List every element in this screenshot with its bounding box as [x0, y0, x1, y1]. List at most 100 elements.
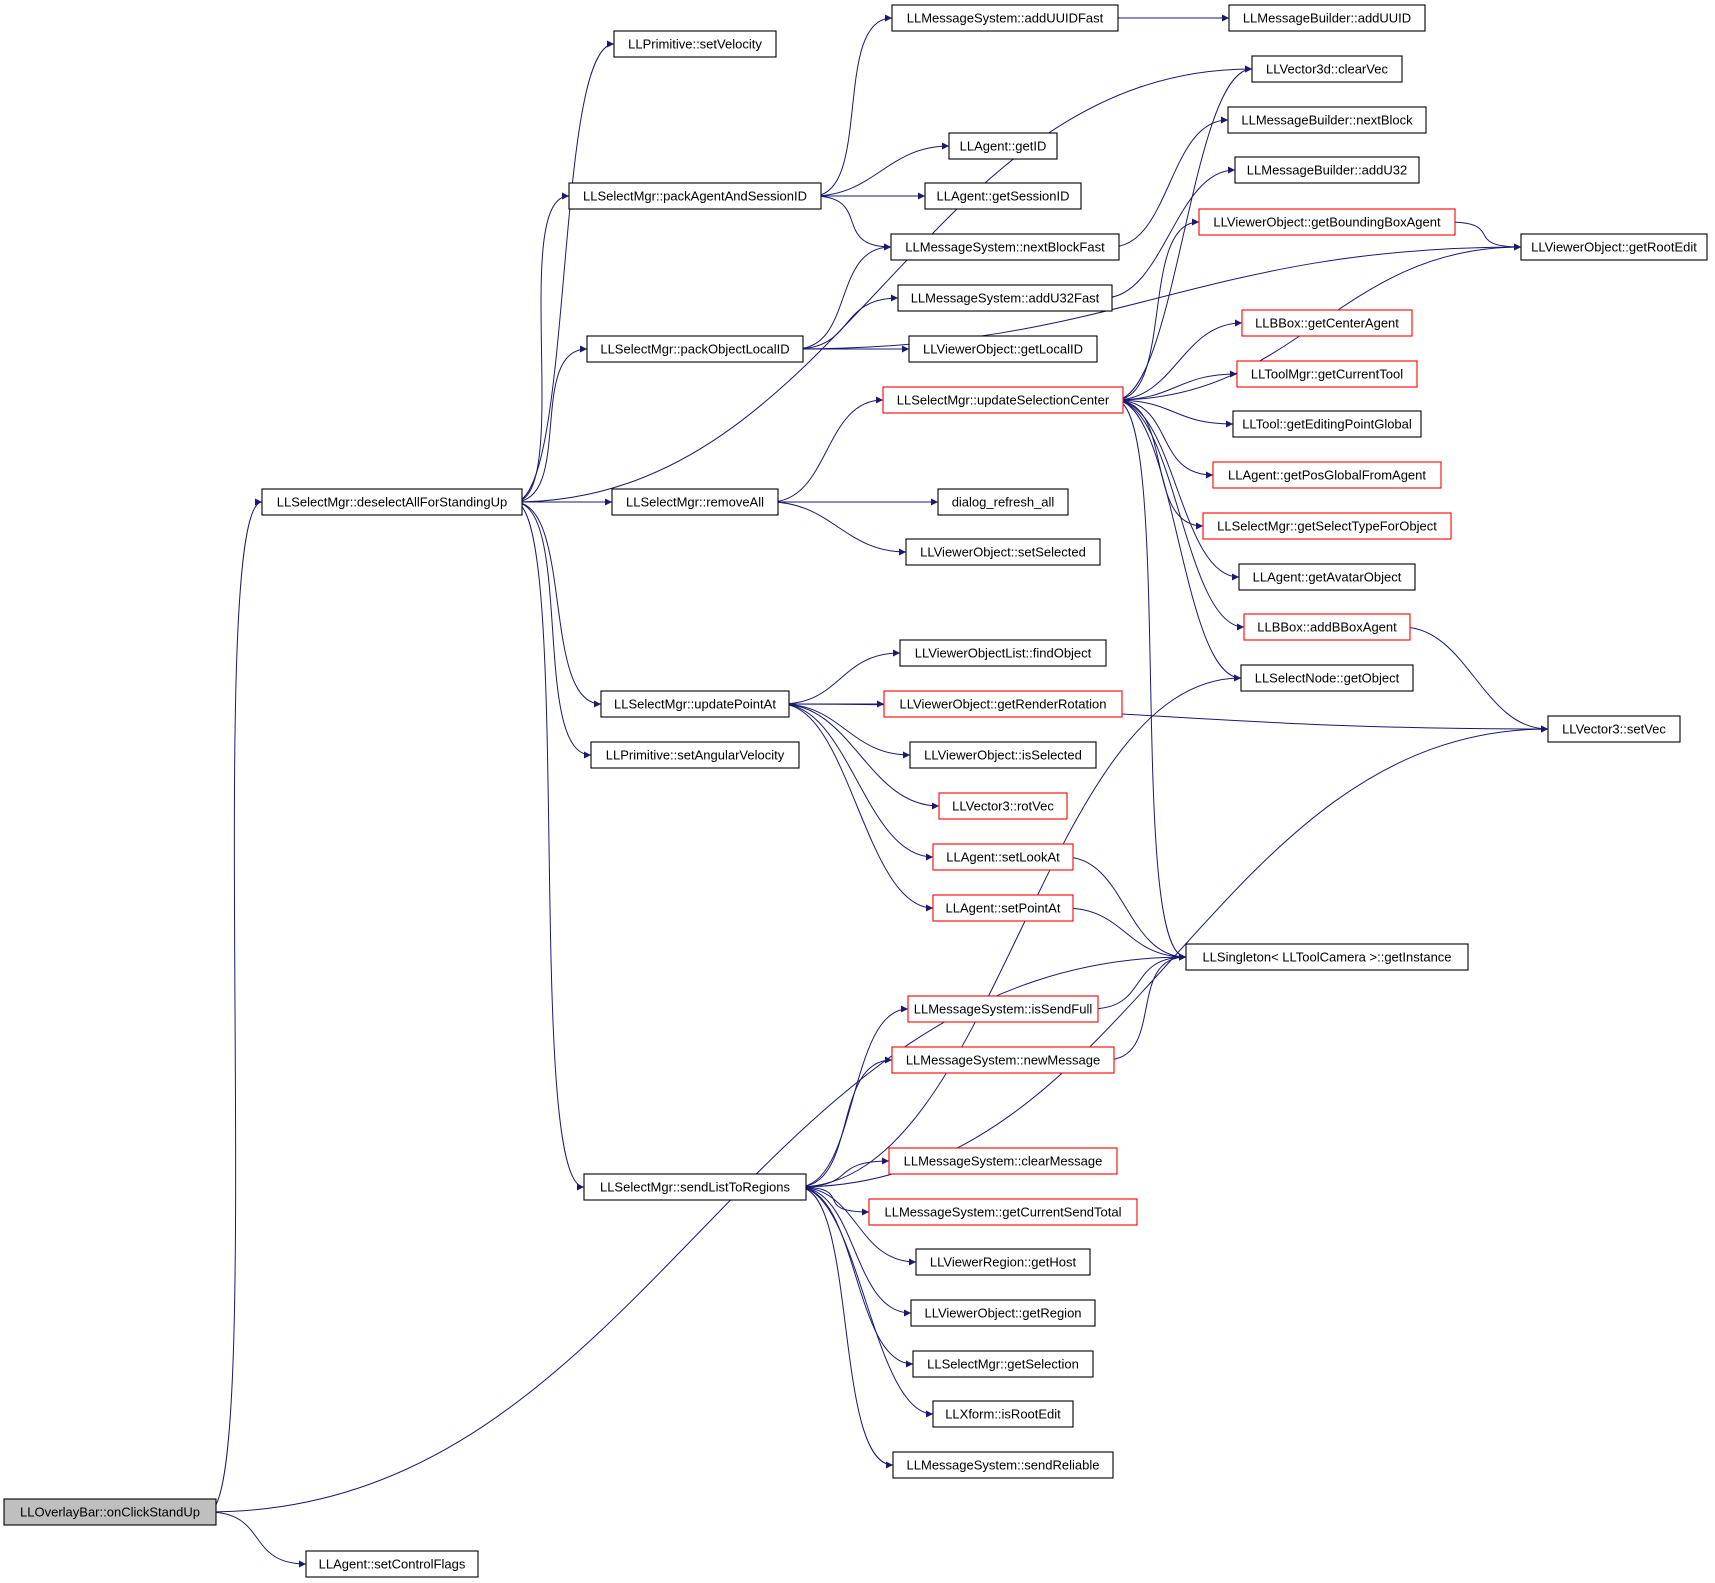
node-setControlFlags[interactable]: LLAgent::setControlFlags — [305, 1550, 479, 1578]
node-box[interactable] — [888, 1147, 1118, 1175]
node-box[interactable] — [909, 741, 1097, 769]
node-sendList[interactable]: LLSelectMgr::sendListToRegions — [583, 1173, 807, 1201]
node-setVec[interactable]: LLVector3::setVec — [1547, 715, 1681, 743]
node-getCurrentSendTotal[interactable]: LLMessageSystem::getCurrentSendTotal — [868, 1198, 1138, 1226]
node-updateSelCenter[interactable]: LLSelectMgr::updateSelectionCenter — [882, 386, 1124, 414]
node-box[interactable] — [892, 1451, 1114, 1479]
node-sendReliable[interactable]: LLMessageSystem::sendReliable — [892, 1451, 1114, 1479]
node-isSelected[interactable]: LLViewerObject::isSelected — [909, 741, 1097, 769]
node-getObject[interactable]: LLSelectNode::getObject — [1240, 664, 1414, 692]
node-setAngularVelocity[interactable]: LLPrimitive::setAngularVelocity — [590, 741, 800, 769]
node-getCenterAgent[interactable]: LLBBox::getCenterAgent — [1241, 309, 1413, 337]
node-isRootEdit[interactable]: LLXform::isRootEdit — [932, 1400, 1074, 1428]
node-box[interactable] — [882, 386, 1124, 414]
node-packObject[interactable]: LLSelectMgr::packObjectLocalID — [586, 335, 804, 363]
node-getRegion[interactable]: LLViewerObject::getRegion — [910, 1299, 1096, 1327]
node-box[interactable] — [915, 1248, 1091, 1276]
node-box[interactable] — [261, 488, 523, 516]
node-getLocalID[interactable]: LLViewerObject::getLocalID — [908, 335, 1098, 363]
node-box[interactable] — [611, 488, 779, 516]
node-addU32Fast[interactable]: LLMessageSystem::addU32Fast — [897, 284, 1113, 312]
node-box[interactable] — [908, 335, 1098, 363]
node-addUUIDFast[interactable]: LLMessageSystem::addUUIDFast — [891, 4, 1119, 32]
node-box[interactable] — [1241, 309, 1413, 337]
node-getHost[interactable]: LLViewerRegion::getHost — [915, 1248, 1091, 1276]
node-getAvatarObject[interactable]: LLAgent::getAvatarObject — [1238, 563, 1416, 591]
node-getSessionID[interactable]: LLAgent::getSessionID — [924, 182, 1082, 210]
node-addBBoxAgent[interactable]: LLBBox::addBBoxAgent — [1243, 613, 1411, 641]
node-setVelocity[interactable]: LLPrimitive::setVelocity — [613, 30, 777, 58]
node-mbAddUUID[interactable]: LLMessageBuilder::addUUID — [1228, 4, 1426, 32]
node-getRootEdit[interactable]: LLViewerObject::getRootEdit — [1520, 233, 1708, 261]
node-setPointAt[interactable]: LLAgent::setPointAt — [932, 894, 1074, 922]
node-box[interactable] — [1251, 55, 1403, 83]
node-box[interactable] — [1232, 410, 1422, 438]
node-box[interactable] — [948, 132, 1058, 160]
node-clearMessage[interactable]: LLMessageSystem::clearMessage — [888, 1147, 1118, 1175]
node-getSelection[interactable]: LLSelectMgr::getSelection — [912, 1350, 1094, 1378]
node-packAgent[interactable]: LLSelectMgr::packAgentAndSessionID — [568, 182, 822, 210]
node-box[interactable] — [932, 894, 1074, 922]
node-box[interactable] — [568, 182, 822, 210]
node-box[interactable] — [1236, 360, 1418, 388]
node-mbAddU32[interactable]: LLMessageBuilder::addU32 — [1234, 156, 1420, 184]
node-getEditingPoint[interactable]: LLTool::getEditingPointGlobal — [1232, 410, 1422, 438]
node-box[interactable] — [613, 30, 777, 58]
node-getCurrentTool[interactable]: LLToolMgr::getCurrentTool — [1236, 360, 1418, 388]
node-box[interactable] — [890, 233, 1120, 261]
node-box[interactable] — [937, 488, 1069, 516]
node-box[interactable] — [1202, 512, 1452, 540]
node-box[interactable] — [891, 4, 1119, 32]
node-box[interactable] — [600, 690, 790, 718]
node-box[interactable] — [1228, 4, 1426, 32]
node-box[interactable] — [1198, 208, 1456, 236]
node-rotVec[interactable]: LLVector3::rotVec — [938, 792, 1068, 820]
node-box[interactable] — [897, 284, 1113, 312]
node-box[interactable] — [868, 1198, 1138, 1226]
node-box[interactable] — [938, 792, 1068, 820]
node-setSelected[interactable]: LLViewerObject::setSelected — [905, 538, 1101, 566]
node-box[interactable] — [905, 538, 1101, 566]
node-box[interactable] — [3, 1498, 217, 1526]
node-newMessage[interactable]: LLMessageSystem::newMessage — [891, 1046, 1115, 1074]
node-getPosGlobal[interactable]: LLAgent::getPosGlobalFromAgent — [1212, 461, 1442, 489]
node-setLookAt[interactable]: LLAgent::setLookAt — [932, 843, 1074, 871]
node-nextBlockFast[interactable]: LLMessageSystem::nextBlockFast — [890, 233, 1120, 261]
node-box[interactable] — [891, 1046, 1115, 1074]
node-box[interactable] — [305, 1550, 479, 1578]
node-box[interactable] — [910, 1299, 1096, 1327]
node-box[interactable] — [1227, 106, 1427, 134]
node-box[interactable] — [1212, 461, 1442, 489]
node-isSendFull[interactable]: LLMessageSystem::isSendFull — [907, 995, 1099, 1023]
node-box[interactable] — [907, 995, 1099, 1023]
node-updatePointAt[interactable]: LLSelectMgr::updatePointAt — [600, 690, 790, 718]
node-box[interactable] — [899, 639, 1107, 667]
node-box[interactable] — [1185, 943, 1469, 971]
node-mbNextBlock[interactable]: LLMessageBuilder::nextBlock — [1227, 106, 1427, 134]
node-box[interactable] — [883, 690, 1123, 718]
node-getBBoxAgent[interactable]: LLViewerObject::getBoundingBoxAgent — [1198, 208, 1456, 236]
node-box[interactable] — [932, 1400, 1074, 1428]
node-box[interactable] — [583, 1173, 807, 1201]
node-box[interactable] — [1520, 233, 1708, 261]
node-getID[interactable]: LLAgent::getID — [948, 132, 1058, 160]
node-box[interactable] — [912, 1350, 1094, 1378]
node-removeAll[interactable]: LLSelectMgr::removeAll — [611, 488, 779, 516]
node-clearVec[interactable]: LLVector3d::clearVec — [1251, 55, 1403, 83]
node-box[interactable] — [1547, 715, 1681, 743]
node-box[interactable] — [586, 335, 804, 363]
node-box[interactable] — [590, 741, 800, 769]
node-box[interactable] — [932, 843, 1074, 871]
node-getRenderRotation[interactable]: LLViewerObject::getRenderRotation — [883, 690, 1123, 718]
node-getInstance[interactable]: LLSingleton< LLToolCamera >::getInstance — [1185, 943, 1469, 971]
node-box[interactable] — [1234, 156, 1420, 184]
node-box[interactable] — [1243, 613, 1411, 641]
node-box[interactable] — [1238, 563, 1416, 591]
node-dialogRefresh[interactable]: dialog_refresh_all — [937, 488, 1069, 516]
node-deselectAll[interactable]: LLSelectMgr::deselectAllForStandingUp — [261, 488, 523, 516]
node-onClickStandUp[interactable]: LLOverlayBar::onClickStandUp — [3, 1498, 217, 1526]
node-box[interactable] — [1240, 664, 1414, 692]
node-findObject[interactable]: LLViewerObjectList::findObject — [899, 639, 1107, 667]
node-box[interactable] — [924, 182, 1082, 210]
node-getSelectType[interactable]: LLSelectMgr::getSelectTypeForObject — [1202, 512, 1452, 540]
